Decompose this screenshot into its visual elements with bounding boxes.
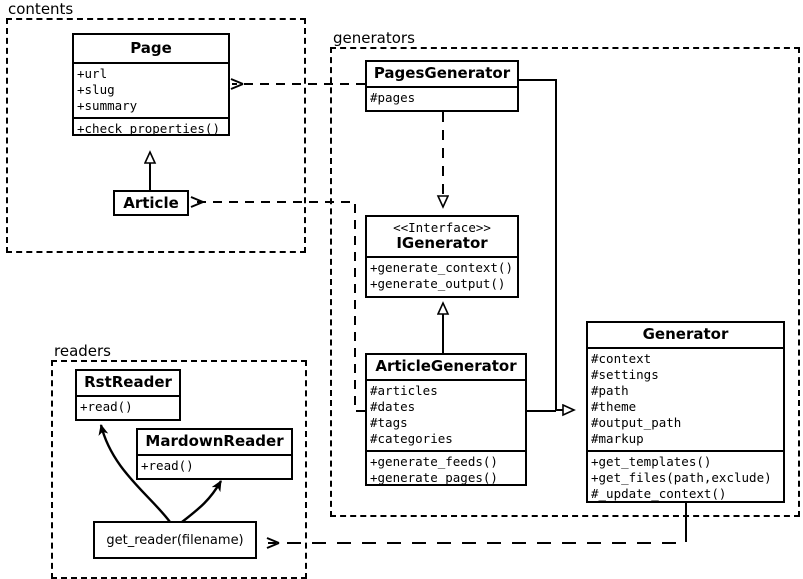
attribute: #settings xyxy=(591,367,659,382)
operation: +get_files(path,exclude) xyxy=(591,470,772,485)
class-page[interactable]: Page +url +slug +summary +check_properti… xyxy=(72,33,230,136)
class-articlegenerator-name: ArticleGenerator xyxy=(375,357,517,375)
operation: +generate_context() xyxy=(370,260,513,275)
attribute: +slug xyxy=(77,82,115,97)
operation: +read() xyxy=(80,399,133,414)
attribute: #pages xyxy=(370,90,416,105)
attribute: #tags xyxy=(370,415,408,430)
class-articlegenerator[interactable]: ArticleGenerator #articles #dates #tags … xyxy=(365,353,527,486)
function-get-reader[interactable]: get_reader(filename) xyxy=(93,521,257,559)
class-igenerator-name: IGenerator xyxy=(396,234,488,252)
class-articlegenerator-attributes: #articles #dates #tags #categories xyxy=(367,379,525,450)
attribute: #context xyxy=(591,351,652,366)
class-page-operations: +check_properties() xyxy=(74,117,228,140)
operation: +generate_output() xyxy=(370,276,506,291)
package-generators-label: generators xyxy=(331,29,417,47)
class-rstreader[interactable]: RstReader +read() xyxy=(75,369,181,421)
attribute: +url xyxy=(77,66,108,81)
operation: +get_templates() xyxy=(591,454,712,469)
class-pagesgenerator[interactable]: PagesGenerator #pages xyxy=(365,60,519,112)
class-page-name: Page xyxy=(130,39,172,57)
package-readers xyxy=(51,360,307,579)
package-contents-label: contents xyxy=(6,0,76,18)
attribute: #categories xyxy=(370,431,453,446)
class-pagesgenerator-name: PagesGenerator xyxy=(373,64,511,82)
class-generator[interactable]: Generator #context #settings #path #them… xyxy=(586,321,785,503)
class-article[interactable]: Article xyxy=(113,190,189,216)
attribute: #dates xyxy=(370,399,416,414)
operation: +check_properties() xyxy=(77,121,220,136)
class-rstreader-name: RstReader xyxy=(84,373,172,391)
attribute: #output_path xyxy=(591,415,682,430)
attribute: #theme xyxy=(591,399,637,414)
operation: +generate_feeds() xyxy=(370,454,498,469)
attribute: #path xyxy=(591,383,629,398)
operation: +read() xyxy=(141,458,194,473)
class-generator-name: Generator xyxy=(642,325,729,343)
attribute: +summary xyxy=(77,98,138,113)
function-get-reader-label: get_reader(filename) xyxy=(106,532,244,548)
class-igenerator-operations: +generate_context() +generate_output() xyxy=(367,256,517,295)
class-igenerator-stereotype: <<Interface>> xyxy=(393,220,491,235)
class-article-name: Article xyxy=(123,194,179,212)
package-contents xyxy=(6,18,306,253)
attribute: #articles xyxy=(370,383,438,398)
class-articlegenerator-operations: +generate_feeds() +generate_pages() xyxy=(367,450,525,489)
operation: #_update_context() xyxy=(591,486,727,501)
class-mardownreader-name: MardownReader xyxy=(145,432,284,450)
class-mardownreader-operations: +read() xyxy=(138,454,291,477)
class-generator-attributes: #context #settings #path #theme #output_… xyxy=(588,347,783,450)
attribute: #markup xyxy=(591,431,644,446)
package-readers-label: readers xyxy=(52,342,113,360)
class-mardownreader[interactable]: MardownReader +read() xyxy=(136,428,293,480)
class-pagesgenerator-attributes: #pages xyxy=(367,86,517,109)
operation: +generate_pages() xyxy=(370,470,498,485)
class-rstreader-operations: +read() xyxy=(77,395,179,418)
class-page-attributes: +url +slug +summary xyxy=(74,62,228,117)
class-generator-operations: +get_templates() +get_files(path,exclude… xyxy=(588,450,783,505)
class-igenerator[interactable]: <<Interface>> IGenerator +generate_conte… xyxy=(365,215,519,298)
